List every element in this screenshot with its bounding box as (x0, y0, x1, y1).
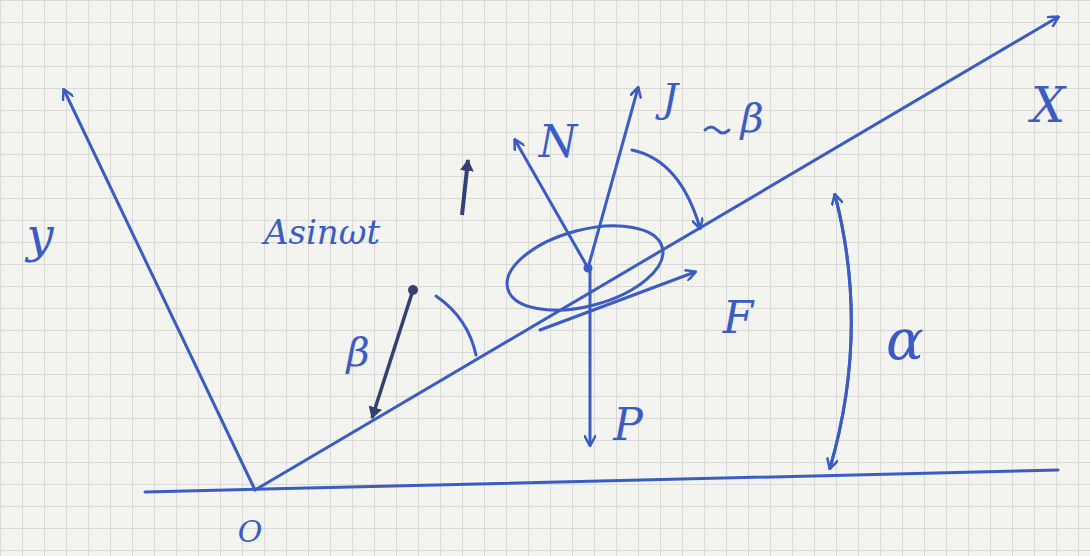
friction-force-arrow (540, 272, 695, 330)
axis-label: y (26, 211, 53, 259)
x-axis (255, 17, 1058, 490)
alpha-arc (830, 195, 851, 468)
tilde-mark (705, 127, 729, 133)
angle-label: β (346, 332, 369, 372)
oscillation-arrow (372, 290, 413, 418)
origin-label: O (238, 517, 263, 547)
force-label: P (613, 403, 643, 447)
weight-arrow (589, 268, 592, 445)
body-ellipse (498, 211, 672, 326)
angle-label: β (740, 98, 763, 138)
alpha-arc (830, 195, 851, 468)
axis-label: X (1031, 81, 1065, 129)
force-label: F (723, 296, 754, 340)
oscillation-arrow (462, 160, 468, 215)
angle-label: α (886, 312, 924, 368)
force-label: J (662, 78, 678, 118)
thrust-force-arrow (588, 88, 638, 268)
oscillation-label: Asinωt (264, 215, 380, 249)
beta-arc (632, 150, 700, 228)
y-axis (64, 90, 255, 490)
force-label: N (539, 120, 578, 164)
beta-arc (436, 296, 476, 355)
